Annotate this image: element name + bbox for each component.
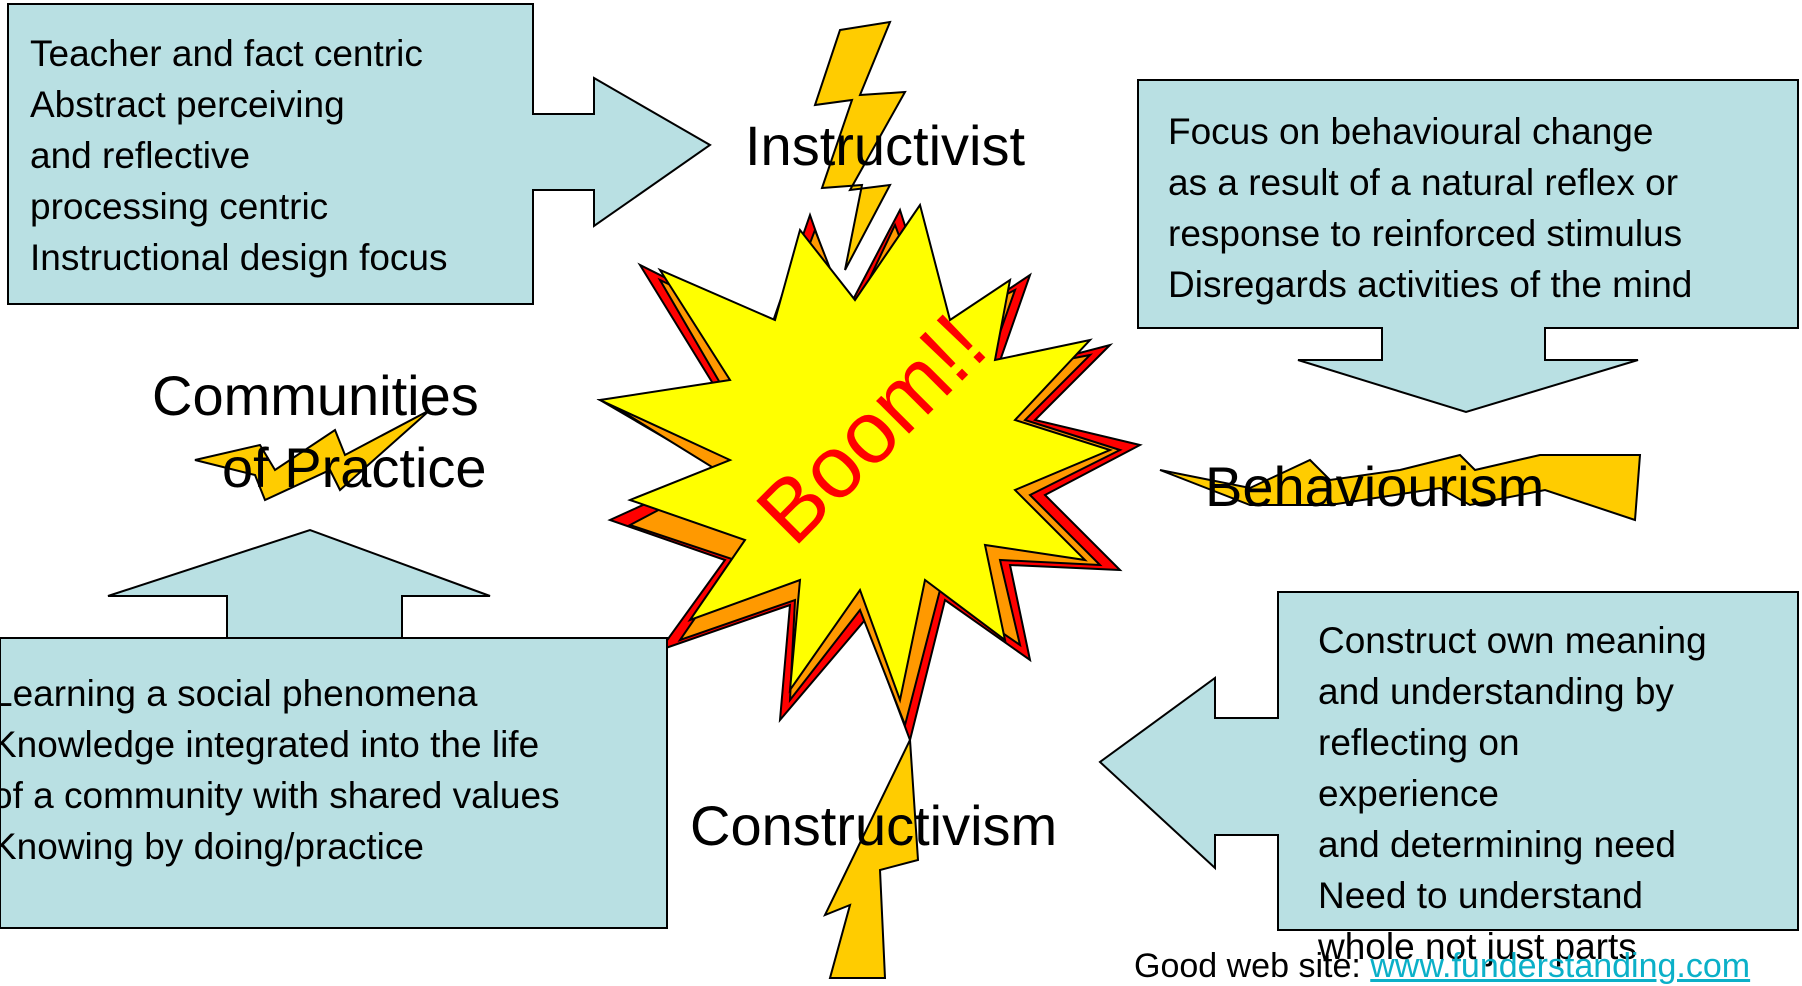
callout-box-constructivism xyxy=(1098,591,1799,931)
footer-note: Good web site: www.funderstanding.com xyxy=(1134,946,1750,986)
behaviourism-line-1: Focus on behavioural change xyxy=(1168,111,1654,152)
callout-box-instructivist xyxy=(7,3,712,305)
constructivism-line-5: and determining need xyxy=(1318,824,1676,865)
lightning-bolt-bottom xyxy=(822,736,920,979)
instructivist-description: Teacher and fact centric Abstract percei… xyxy=(30,28,448,283)
instructivist-line-3: and reflective xyxy=(30,135,251,176)
constructivism-line-4: experience xyxy=(1318,773,1500,814)
lightning-bolt-top xyxy=(813,20,907,271)
behaviourism-line-4: Disregards activities of the mind xyxy=(1168,264,1693,305)
constructivism-line-3: reflecting on xyxy=(1318,722,1520,763)
instructivist-line-1: Teacher and fact centric xyxy=(30,33,423,74)
communities-line-4: Knowing by doing/practice xyxy=(0,826,424,867)
callout-box-behaviourism xyxy=(1137,79,1799,414)
label-communities-line-2: of Practice xyxy=(222,436,487,499)
behaviourism-description: Focus on behavioural change as a result … xyxy=(1168,106,1692,310)
constructivism-line-2: and understanding by xyxy=(1318,671,1674,712)
instructivist-line-4: processing centric xyxy=(30,186,329,227)
lightning-bolt-right xyxy=(1159,453,1642,522)
instructivist-line-5: Instructional design focus xyxy=(30,237,448,278)
footer-prefix: Good web site: xyxy=(1134,947,1371,985)
communities-line-1: Learning a social phenomena xyxy=(0,673,478,714)
communities-line-2: Knowledge integrated into the life xyxy=(0,724,540,765)
constructivism-line-1: Construct own meaning xyxy=(1318,620,1707,661)
behaviourism-line-3: response to reinforced stimulus xyxy=(1168,213,1683,254)
communities-description: Learning a social phenomena Knowledge in… xyxy=(0,668,560,872)
callout-box-communities xyxy=(0,528,668,929)
label-communities-line-1: Communities xyxy=(152,364,479,427)
constructivism-description: Construct own meaning and understanding … xyxy=(1318,615,1707,972)
constructivism-line-7: whole not just parts xyxy=(1318,926,1637,967)
instructivist-line-2: Abstract perceiving xyxy=(30,84,345,125)
label-behaviourism: Behaviourism xyxy=(1205,455,1545,518)
communities-line-3: of a community with shared values xyxy=(0,775,560,816)
lightning-bolt-left xyxy=(194,409,431,502)
constructivism-line-6: Need to understand xyxy=(1318,875,1644,916)
behaviourism-line-2: as a result of a natural reflex or xyxy=(1168,162,1679,203)
label-constructivism: Constructivism xyxy=(690,794,1058,857)
label-instructivist: Instructivist xyxy=(745,114,1026,177)
footer-link[interactable]: www.funderstanding.com xyxy=(1370,947,1751,985)
explosion-center xyxy=(596,202,1113,704)
